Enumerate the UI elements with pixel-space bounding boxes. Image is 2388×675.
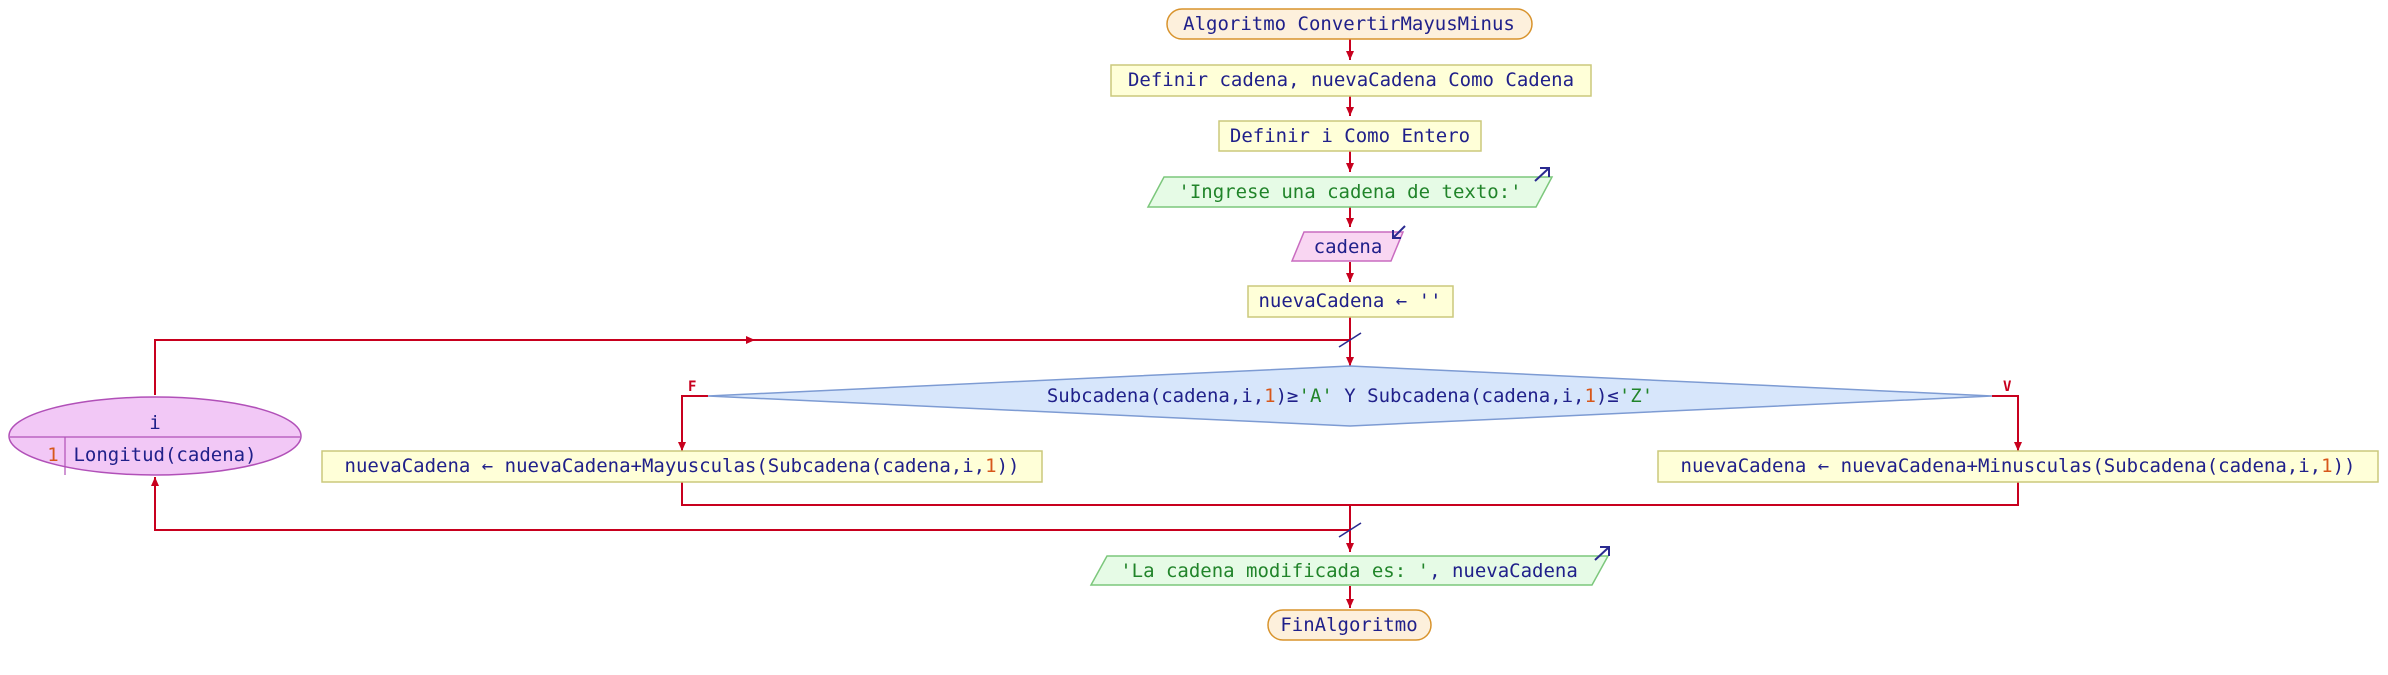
decision-label-seg-7: 'Z' — [1619, 385, 1653, 407]
decision-label: Subcadena(cadena,i,1)≥'A' Y Subcadena(ca… — [1047, 385, 1653, 407]
output-result-label: 'La cadena modificada es: ', nuevaCadena — [1120, 560, 1578, 582]
decision-label-seg-2: )≥ — [1276, 385, 1299, 407]
process-branch-false-label: nuevaCadena ← nuevaCadena+Mayusculas(Sub… — [345, 455, 1020, 477]
output-result-label-seg-1: , nuevaCadena — [1429, 560, 1578, 582]
edge-loop-back-to-header — [151, 477, 1350, 531]
process-define-int-label: Definir i Como Entero — [1230, 125, 1470, 147]
process-branch-false-label-seg-0: nuevaCadena ← nuevaCadena+Mayusculas(Sub… — [345, 455, 986, 477]
output-prompt — [1146, 176, 1554, 208]
process-define-int — [1218, 120, 1482, 152]
end-terminal-label: FinAlgoritmo — [1280, 614, 1417, 636]
input-read-cadena — [1290, 231, 1405, 262]
process-branch-true-label-seg-1: 1 — [2321, 455, 2332, 477]
process-branch-true-label-seg-0: nuevaCadena ← nuevaCadena+Minusculas(Sub… — [1681, 455, 2322, 477]
end-terminal — [1267, 609, 1432, 641]
process-branch-true-label: nuevaCadena ← nuevaCadena+Minusculas(Sub… — [1681, 455, 2356, 477]
edge-false-to-merge — [681, 482, 1350, 506]
edge-decision-false — [678, 395, 708, 451]
edge-loop-top — [154, 339, 1350, 395]
decision-label-seg-1: 1 — [1264, 385, 1275, 407]
loop-limit-label: Longitud(cadena) — [73, 444, 256, 466]
output-prompt-label: 'Ingrese una cadena de texto:' — [1178, 181, 1521, 203]
process-branch-true — [1657, 450, 2379, 483]
process-branch-false-label-seg-2: )) — [997, 455, 1020, 477]
decision-false-label: F — [688, 379, 696, 395]
decision-label-seg-6: )≤ — [1596, 385, 1619, 407]
process-branch-false-label-seg-1: 1 — [985, 455, 996, 477]
process-define-strings-label-seg-0: Definir cadena, nuevaCadena Como Cadena — [1128, 69, 1574, 91]
input-arrow-icon — [1392, 225, 1406, 239]
decision-label-seg-4: Y Subcadena(cadena,i, — [1333, 385, 1585, 407]
process-define-int-label-seg-0: Definir i Como Entero — [1230, 125, 1470, 147]
decision-label-seg-3: 'A' — [1299, 385, 1333, 407]
decision-label-seg-0: Subcadena(cadena,i, — [1047, 385, 1264, 407]
input-read-cadena-label: cadena — [1314, 236, 1383, 258]
output-arrow-icon-result — [1594, 546, 1610, 561]
decision — [707, 365, 1993, 427]
loop-markers — [1338, 332, 1362, 538]
process-branch-false — [321, 450, 1043, 483]
start-terminal-label: Algoritmo ConvertirMayusMinus — [1183, 13, 1515, 35]
process-define-strings — [1110, 64, 1592, 97]
decision-label-seg-5: 1 — [1585, 385, 1596, 407]
loop-ellipse — [8, 396, 302, 476]
loop-cut-marker-top — [1338, 332, 1362, 348]
process-define-strings-label: Definir cadena, nuevaCadena Como Cadena — [1128, 69, 1574, 91]
end-terminal-label-seg-0: FinAlgoritmo — [1280, 614, 1417, 636]
loop-start-label: 1 — [47, 444, 58, 466]
process-init-label: nuevaCadena ← '' — [1258, 290, 1441, 312]
loop-cut-marker-bottom — [1338, 522, 1362, 538]
edges — [151, 39, 2022, 608]
loop-node: i 1 Longitud(cadena) — [8, 396, 302, 476]
edge-true-to-merge — [1350, 482, 2019, 506]
process-branch-true-label-seg-2: )) — [2333, 455, 2356, 477]
process-init — [1247, 285, 1454, 318]
process-init-label-seg-0: nuevaCadena ← '' — [1258, 290, 1441, 312]
decision-true-label: V — [2003, 379, 2012, 395]
start-terminal-label-seg-0: Algoritmo ConvertirMayusMinus — [1183, 13, 1515, 35]
input-read-cadena-label-seg-0: cadena — [1314, 236, 1383, 258]
edge-decision-true — [1992, 395, 2022, 451]
output-arrow-icon — [1534, 167, 1550, 182]
output-result — [1089, 555, 1610, 586]
output-result-label-seg-0: 'La cadena modificada es: ' — [1120, 560, 1429, 582]
output-prompt-label-seg-0: 'Ingrese una cadena de texto:' — [1178, 181, 1521, 203]
start-terminal — [1166, 8, 1533, 40]
loop-var-label: i — [149, 412, 160, 434]
